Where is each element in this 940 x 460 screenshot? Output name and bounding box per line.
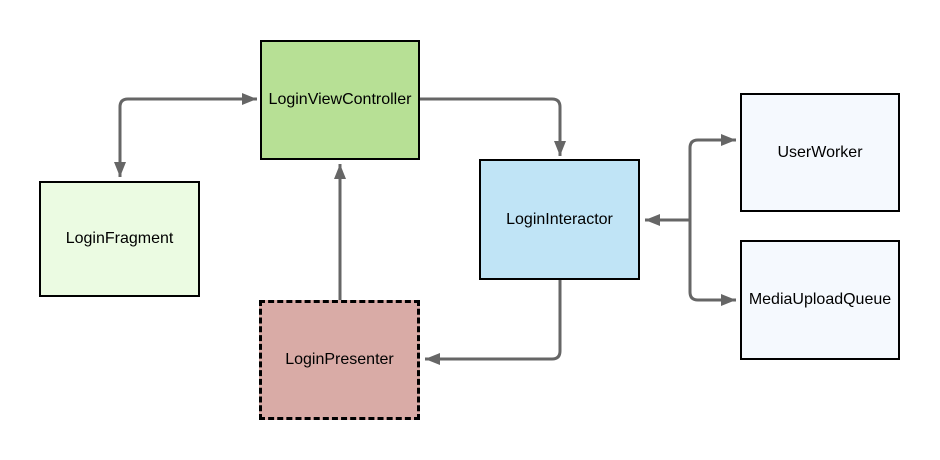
- node-login-fragment-label: LoginFragment: [65, 230, 174, 248]
- node-login-interactor-label: LoginInteractor: [506, 210, 613, 228]
- connector-branch-mediauploadqueue: [688, 220, 736, 306]
- connector-viewcontroller-fragment: [114, 93, 257, 177]
- node-user-worker: UserWorker: [740, 93, 900, 212]
- node-login-view-controller-label: LoginViewController: [268, 91, 412, 109]
- node-login-view-controller: LoginViewController: [260, 40, 420, 160]
- node-login-presenter: LoginPresenter: [259, 300, 420, 420]
- node-media-upload-queue: MediaUploadQueue: [740, 240, 900, 360]
- node-login-fragment: LoginFragment: [39, 181, 200, 297]
- connector-branch-userworker: [688, 134, 736, 220]
- node-login-presenter-label: LoginPresenter: [285, 351, 394, 369]
- node-login-interactor: LoginInteractor: [479, 159, 640, 280]
- connector-interactor-presenter: [425, 280, 562, 365]
- connector-viewcontroller-interactor: [420, 97, 566, 156]
- node-media-upload-queue-label: MediaUploadQueue: [748, 291, 892, 309]
- node-user-worker-label: UserWorker: [777, 143, 863, 161]
